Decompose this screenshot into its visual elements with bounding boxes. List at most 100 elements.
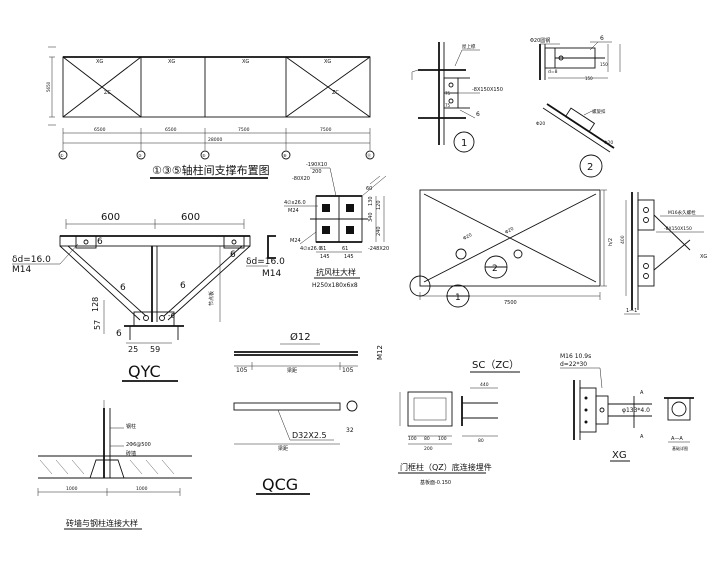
- side-dim: 400: [620, 235, 626, 244]
- wind-bolt-2: M24: [290, 238, 301, 244]
- callout1-top-label: 屋上檩: [462, 43, 476, 50]
- xg-aa-sub: 基础详图: [672, 445, 688, 451]
- base-plate-detail: 100 80 100 200 440 80 门框柱（QZ）底连接埋件 基板面-0…: [398, 382, 498, 486]
- sc-callout-1: 1: [455, 293, 461, 303]
- base-dim-2: 80: [424, 436, 430, 442]
- wind-right-label-1: -248X20: [368, 246, 389, 252]
- xg-section-mark-a: A: [640, 390, 644, 396]
- xg-tag: XG: [612, 450, 627, 461]
- wind-dim-61-1: 61: [320, 246, 326, 252]
- layout-xg-3: XG: [242, 59, 249, 65]
- wind-angle: 60: [366, 186, 372, 192]
- sc-detail-number: 2: [587, 162, 593, 173]
- base-dim-3: 100: [438, 436, 447, 442]
- side-plate: -8X150X150: [664, 226, 692, 232]
- qyc-bolt-2: M14: [262, 269, 281, 279]
- qcg-end-dim-2: 105: [342, 367, 354, 374]
- qyc-dim-top-1: 600: [101, 212, 120, 223]
- qyc-detail: 600 600 δd=16.0 M14 δd=16.0 M14 6 6 6 6: [12, 212, 285, 382]
- qyc-bottom-dim-2: 59: [150, 345, 160, 354]
- phi20-rod-label: Φ20圆钢: [530, 37, 550, 44]
- wall-rebar: 2Φ6@500: [126, 442, 151, 448]
- wind-right-label-3: 145: [344, 254, 354, 260]
- layout-zc-2: ZC: [332, 90, 339, 96]
- phi20-weld: 6: [600, 35, 604, 42]
- sc-height: h/2: [608, 238, 614, 246]
- qyc-plate-thk-2: δd=16.0: [246, 257, 285, 267]
- qyc-side-dim-2: 128: [91, 297, 100, 312]
- wind-col-section: H250x180x6x8: [312, 282, 358, 289]
- layout-zc-1: ZC: [104, 90, 111, 96]
- bracing-layout-plan: XG XG XG XG ZC ZC 5650 6500 6500 7500 75…: [46, 46, 375, 179]
- wall-dim-1: 1000: [66, 486, 78, 492]
- qyc-plate-label: -6: [168, 312, 176, 320]
- layout-xg-4: XG: [324, 59, 331, 65]
- side-tag: XG: [700, 254, 707, 260]
- wind-dim-120: 120: [376, 200, 382, 210]
- base-title: 门框柱（QZ）底连接埋件: [400, 462, 492, 472]
- base-elevation: 基板面-0.150: [420, 479, 451, 486]
- phi20-plate: d=8: [548, 69, 558, 75]
- wind-dim-61-2: 61: [342, 246, 348, 252]
- base-dim-4: 200: [424, 446, 433, 452]
- layout-axis-3: ⑤: [202, 153, 206, 158]
- layout-span-4: 7500: [320, 127, 332, 133]
- callout1-dim-1: 75: [445, 91, 451, 96]
- qyc-side-dim-1: 57: [93, 320, 102, 330]
- phi20-dim-1: 150: [600, 62, 608, 67]
- wind-top-label-1: -190X10: [306, 162, 327, 168]
- layout-span-2: 6500: [165, 127, 177, 133]
- layout-xg-2: XG: [168, 59, 175, 65]
- detail-callout-1: 屋上檩 -8X150X150 75 75 6 1: [411, 42, 503, 153]
- qyc-weld-5: 6: [116, 329, 122, 339]
- qcg-rod-len: 梁距: [287, 367, 297, 374]
- sc-callout-2: 2: [492, 264, 498, 274]
- wind-bolt-plate-2: 4∅x26.0: [300, 246, 322, 252]
- wall-title: 砖墙与钢柱连接大样: [66, 518, 138, 528]
- callout1-number: 1: [461, 138, 467, 149]
- side-view-detail: M16永久螺栓 -8X150X150 400 XG 1—1: [620, 192, 707, 315]
- wall-dim-2: 1000: [136, 486, 148, 492]
- wind-top-label-3: -80X20: [292, 176, 310, 182]
- side-section: 1—1: [626, 308, 637, 314]
- qcg-pipe: D32X2.5: [292, 431, 327, 440]
- wind-column-detail: -190X10 200 -80X20 4∅x26.0 M24 4∅x26.0 M…: [284, 162, 389, 289]
- layout-span-3: 7500: [238, 127, 250, 133]
- xg-pipe: φ133*4.0: [622, 407, 650, 414]
- detail-phi20-rod: Φ20圆钢 d=8 6 150 150 Φ20 螺旋扣 Φ20: [530, 35, 621, 153]
- layout-total-dim: 28000: [208, 137, 222, 143]
- qcg-title: QCG: [262, 475, 298, 494]
- sc-rod-2: Φ20: [504, 226, 515, 236]
- qyc-dim-top-2: 600: [181, 212, 200, 223]
- sc-width: 7500: [504, 300, 517, 306]
- xg-detail: M16 10.9s d=22*30 A A φ133*4.0 XG A—A 基础…: [560, 353, 694, 462]
- qyc-bolt: M14: [12, 265, 31, 275]
- xg-aa-section: A—A: [671, 436, 683, 442]
- qyc-weld-1: 6: [97, 237, 103, 247]
- wind-bolt-plate: 4∅x26.0: [284, 200, 306, 206]
- layout-axis-5: ⑪: [367, 152, 371, 158]
- phi20-bracket-rod: Φ20: [536, 121, 545, 127]
- wind-dim-240: 240: [376, 226, 382, 236]
- xg-hole: d=22*30: [560, 361, 587, 368]
- qcg-pipe-dim: 32: [346, 427, 354, 434]
- layout-axis-2: ③: [138, 153, 142, 158]
- layout-span-1: 6500: [94, 127, 106, 133]
- qcg-end-dim-1: 105: [236, 367, 248, 374]
- wind-dim-130: 130: [368, 196, 374, 206]
- layout-axis-1: ①: [60, 153, 64, 158]
- wind-col-title: 抗风柱大样: [316, 267, 356, 277]
- layout-plan-title: ①③⑤轴柱间支撑布置图: [152, 163, 270, 177]
- qcg-detail: Ø12 M12 105 105 梁距 D32X2.5 32 梁距 QCG: [233, 331, 384, 495]
- phi20-dim-2: 150: [585, 76, 593, 81]
- layout-height-dim: 5650: [46, 81, 51, 92]
- callout1-dim-2: 75: [445, 103, 451, 108]
- wall-label: 砖墙: [126, 450, 136, 457]
- sc-title: SC（ZC）: [472, 359, 519, 371]
- wind-right-label-2: 145: [320, 254, 330, 260]
- xg-bolt: M16 10.9s: [560, 353, 591, 360]
- qyc-brace-label: 节点板: [208, 291, 215, 306]
- qcg-pipe-len: 梁距: [278, 445, 288, 452]
- qyc-bottom-dim-1: 25: [128, 345, 138, 354]
